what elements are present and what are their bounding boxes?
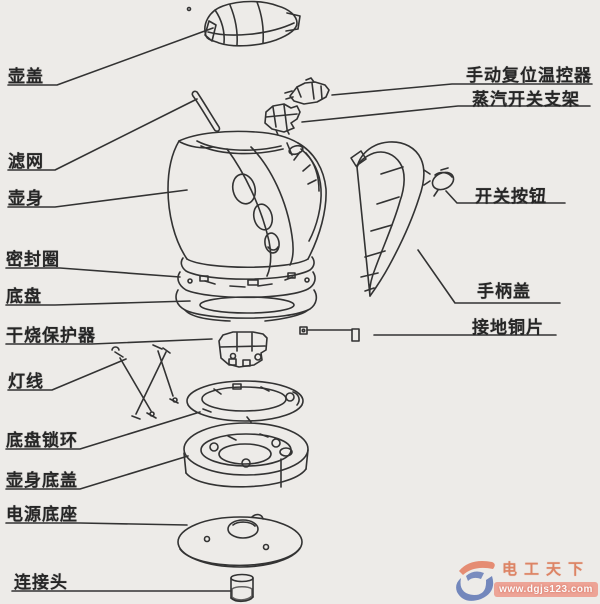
dgjs-logo-icon [456,561,495,601]
dry-burn-protector-drawing [218,331,268,368]
steam-switch-bracket-drawing [264,103,301,136]
watermark-url-band: www.dgjs123.com [494,582,598,597]
steam-switch-bracket-label: 蒸汽开关支架 [472,90,580,109]
filter-drawing [191,90,221,132]
body-bottom-cover-label: 壶身底盖 [6,471,78,490]
leader-kettle-lid [7,27,214,86]
power-base-drawing [177,513,303,568]
leader-seal-ring [5,267,181,278]
leader-steam-bracket [301,105,591,123]
manual-reset-thermostat-label: 手动复位温控器 [466,66,592,85]
site-watermark: 电工天下 www.dgjs123.com [450,552,600,604]
ground-copper-strip-label: 接地铜片 [472,318,544,337]
leader-dry-burn-protector [5,338,213,345]
lamp-wires-drawing [111,344,179,420]
dry-burn-protector-label: 干烧保护器 [6,326,96,345]
handle-cover-label: 手柄盖 [477,282,531,301]
thermostat-drawing [284,77,330,105]
kettle-body-drawing [167,130,327,322]
leader-lamp-wire [7,358,127,391]
watermark-brand-text: 电工天下 [502,561,591,578]
connector-drawing [230,573,254,603]
leader-handle-cover [417,249,561,304]
leader-thermostat [331,83,593,96]
leader-switch-button [445,190,566,204]
leader-body-bottom-cover [5,455,189,490]
handle-cover-drawing [350,141,425,297]
kettle-lid-label: 壶盖 [8,67,44,86]
kettle-body-label: 壶身 [8,189,44,208]
base-lock-ring-drawing [186,380,304,423]
lamp-wire-label: 灯线 [8,372,44,391]
body-bottom-cover-drawing [183,422,309,488]
kettle-lid-drawing [186,0,301,47]
leader-base-lock-ring [5,411,201,450]
switch-button-drawing [423,167,455,197]
switch-button-label: 开关按钮 [475,187,547,206]
leader-base-plate [5,300,191,306]
leader-filter [7,98,198,171]
connector-label: 连接头 [14,573,68,592]
leader-power-base [5,522,188,526]
seal-ring-label: 密封圈 [6,250,60,269]
base-plate-label: 底盘 [6,287,42,306]
base-lock-ring-label: 底盘锁环 [6,431,78,450]
filter-label: 滤网 [8,152,44,171]
leader-lines [5,27,593,592]
ground-strip-drawing [299,326,360,342]
leader-kettle-body [7,189,188,208]
power-base-label: 电源底座 [6,505,78,524]
watermark-url-text: www.dgjs123.com [499,584,593,595]
